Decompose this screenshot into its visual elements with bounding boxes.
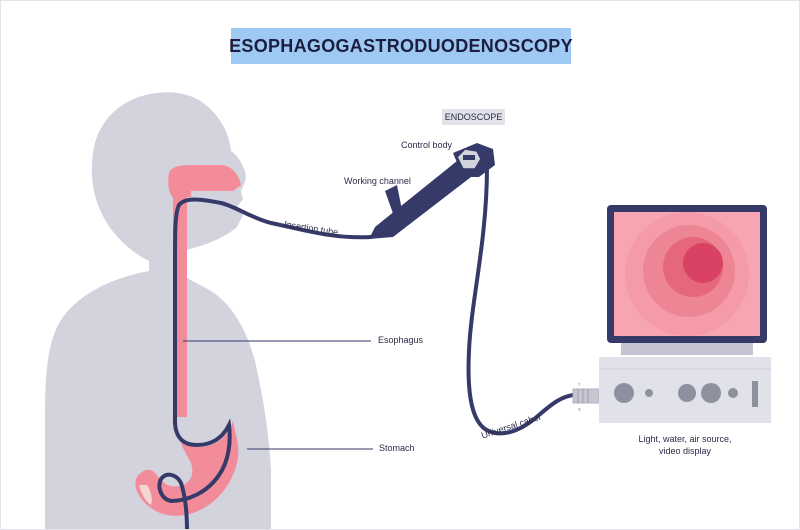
console-knob bbox=[701, 383, 721, 403]
console-label-line2: video display bbox=[658, 446, 712, 456]
console-label: Light, water, air source, video display bbox=[615, 433, 755, 457]
console-button bbox=[728, 388, 738, 398]
endoscope-tag-text: ENDOSCOPE bbox=[444, 112, 503, 122]
console-button bbox=[645, 389, 653, 397]
insertion-tube bbox=[157, 197, 373, 529]
svg-text:≡: ≡ bbox=[578, 407, 581, 413]
console-knob bbox=[678, 384, 696, 402]
control-button bbox=[463, 155, 475, 160]
endoscope-tag: ENDOSCOPE bbox=[442, 109, 505, 125]
control-body-label: Control body bbox=[401, 140, 453, 150]
screen-lumen bbox=[683, 243, 723, 283]
esophagus-organ bbox=[168, 165, 241, 417]
endoscope-handle bbox=[369, 161, 471, 239]
human-silhouette bbox=[45, 92, 271, 529]
stomach-tip bbox=[139, 485, 152, 505]
universal-cable bbox=[466, 165, 575, 436]
console-knob bbox=[614, 383, 634, 403]
monitor-stand bbox=[621, 343, 753, 355]
title-banner: ESOPHAGOGASTRODUODENOSCOPY bbox=[229, 28, 573, 64]
working-channel-leader bbox=[388, 190, 398, 200]
console-label-line1: Light, water, air source, bbox=[638, 434, 732, 444]
working-channel-label: Working channel bbox=[344, 176, 411, 186]
svg-text:≈: ≈ bbox=[578, 382, 581, 388]
diagram-title: ESOPHAGOGASTRODUODENOSCOPY bbox=[229, 35, 573, 56]
cable-connector bbox=[572, 388, 600, 404]
esophagus-label: Esophagus bbox=[378, 335, 424, 345]
console-slot bbox=[752, 381, 758, 407]
stomach-label: Stomach bbox=[379, 443, 415, 453]
